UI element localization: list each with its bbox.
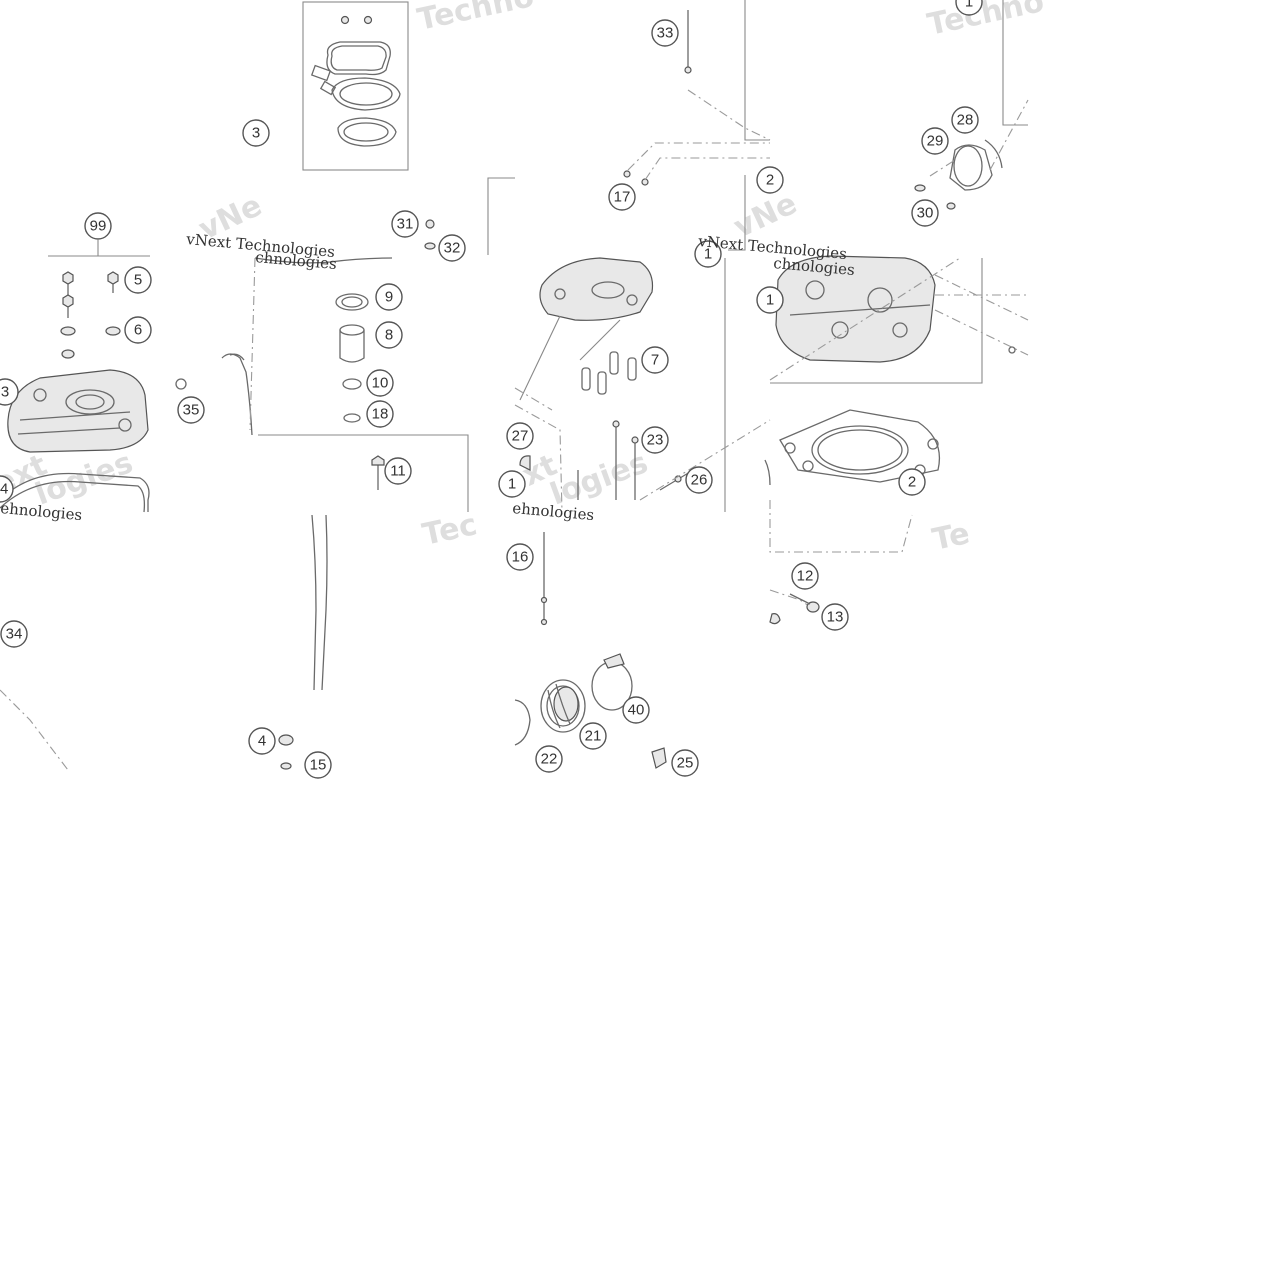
frame-group (48, 0, 1028, 512)
callout-1-circle (955, 0, 983, 16)
callout-6-circle (124, 316, 152, 344)
callout-35-label: 35 (183, 402, 200, 419)
intake-manifold (514, 532, 667, 769)
callout-7-label: 7 (651, 352, 659, 369)
callout-4-circle (248, 727, 276, 755)
callout-6-label: 6 (134, 322, 142, 339)
callout-9-label: 9 (385, 289, 393, 306)
callout-25-circle (671, 749, 699, 777)
callout-28-circle (951, 106, 979, 134)
svg-text:Tec: Tec (419, 507, 480, 553)
callout-1-circle (498, 470, 526, 498)
callout-1-circle (756, 286, 784, 314)
gasket-kit (310, 15, 401, 147)
callout-21-label: 21 (585, 728, 602, 745)
callout-9-circle (375, 283, 403, 311)
callout-16-circle (506, 543, 534, 571)
callout-17-label: 17 (614, 189, 631, 206)
callout-40-label: 40 (628, 702, 645, 719)
callout-1-label: 1 (508, 476, 516, 493)
callout-30-circle (911, 199, 939, 227)
callout-40-circle (622, 696, 650, 724)
callout-16-label: 16 (512, 549, 529, 566)
watermark-label: ehnologies (0, 499, 83, 524)
callout-15-circle (304, 751, 332, 779)
callout-22-label: 22 (541, 751, 558, 768)
callout-30-label: 30 (917, 205, 934, 222)
callout-13-label: 13 (827, 609, 844, 626)
callout-1-circle (694, 240, 722, 268)
callout-10-label: 10 (372, 375, 389, 392)
callout-5-circle (124, 266, 152, 294)
svg-text:Techno: Techno (924, 0, 1047, 43)
callout-8-circle (375, 321, 403, 349)
callout-27-circle (506, 422, 534, 450)
callout-99-label: 99 (90, 218, 107, 235)
callout-2-label: 2 (908, 474, 916, 491)
callout-22-circle (535, 745, 563, 773)
callout-29-circle (921, 127, 949, 155)
callout-2-label: 2 (766, 172, 774, 189)
callout-1-label: 1 (965, 0, 973, 11)
callout-group: 1111223345678910111213141516171821222325… (0, 0, 983, 779)
callout-35-circle (177, 396, 205, 424)
callout-11-label: 11 (390, 463, 406, 480)
callout-31-label: 31 (397, 216, 414, 233)
callout-26-circle (685, 466, 713, 494)
callout-14-circle (0, 475, 14, 503)
callout-34-label: 34 (6, 626, 23, 643)
callout-3-label: 3 (252, 125, 260, 142)
callout-33-label: 33 (657, 25, 674, 42)
callout-18-circle (366, 400, 394, 428)
callout-18-label: 18 (372, 406, 389, 423)
callout-32-label: 32 (444, 240, 461, 257)
callout-21-circle (579, 722, 607, 750)
callout-33-circle (651, 19, 679, 47)
callout-15-label: 15 (310, 757, 327, 774)
callout-2-circle (756, 166, 784, 194)
callout-23-circle (641, 426, 669, 454)
callout-25-label: 25 (677, 755, 694, 772)
breather-pieces (623, 10, 1029, 210)
callout-5-label: 5 (134, 272, 142, 289)
callout-12-circle (791, 562, 819, 590)
callout-99-circle (84, 212, 112, 240)
camshaft-carrier (519, 257, 691, 500)
svg-text:Techno: Techno (414, 0, 537, 38)
callout-3-label: 3 (1, 384, 9, 401)
callout-1-label: 1 (704, 246, 712, 263)
callout-10-circle (366, 369, 394, 397)
callout-29-label: 29 (927, 133, 944, 150)
callout-1-label: 1 (766, 292, 774, 309)
callout-11-circle (384, 457, 412, 485)
svg-text:Te: Te (929, 516, 972, 558)
callout-12-label: 12 (797, 568, 814, 585)
callout-31-circle (391, 210, 419, 238)
callout-13-circle (821, 603, 849, 631)
valve-cover (0, 271, 187, 513)
callout-17-circle (608, 183, 636, 211)
callout-32-circle (438, 234, 466, 262)
callout-8-label: 8 (385, 327, 393, 344)
drain-plug (769, 593, 820, 625)
cylinder-head (775, 255, 1029, 363)
callout-3-circle (242, 119, 270, 147)
callout-7-circle (641, 346, 669, 374)
callout-26-label: 26 (691, 472, 708, 489)
callout-23-label: 23 (647, 432, 664, 449)
callout-4-label: 4 (258, 733, 266, 750)
callout-14-label: 14 (0, 481, 8, 498)
callout-28-label: 28 (957, 112, 974, 129)
callout-34-circle (0, 620, 28, 648)
chain-guide (221, 257, 393, 770)
callout-27-label: 27 (512, 428, 529, 445)
valve-seals (335, 219, 436, 490)
callout-3-circle (0, 378, 19, 406)
callout-2-circle (898, 468, 926, 496)
